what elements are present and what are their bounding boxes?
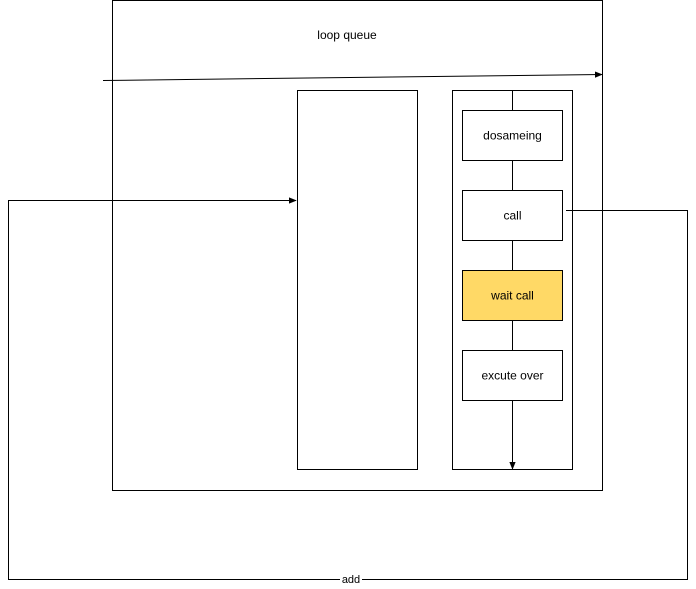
edge-label-add: add	[342, 574, 360, 586]
entry-arrow	[102, 71, 603, 81]
step-label: dosameing	[483, 129, 542, 143]
step-label: excute over	[481, 369, 543, 383]
loop-queue-title: loop queue	[317, 28, 377, 42]
step-dosameing: dosameing	[462, 110, 563, 161]
step-excute-over: excute over	[462, 350, 563, 401]
step-label: wait call	[490, 289, 534, 303]
step-wait-call: wait call	[462, 270, 563, 321]
step-box-highlighted	[462, 270, 563, 321]
step-label: call	[503, 209, 521, 223]
step-call: call	[462, 190, 563, 241]
step-box	[462, 190, 563, 241]
step-box	[462, 350, 563, 401]
edge-label-bg	[340, 572, 362, 586]
queue-container	[297, 90, 418, 470]
step-box	[462, 110, 563, 161]
